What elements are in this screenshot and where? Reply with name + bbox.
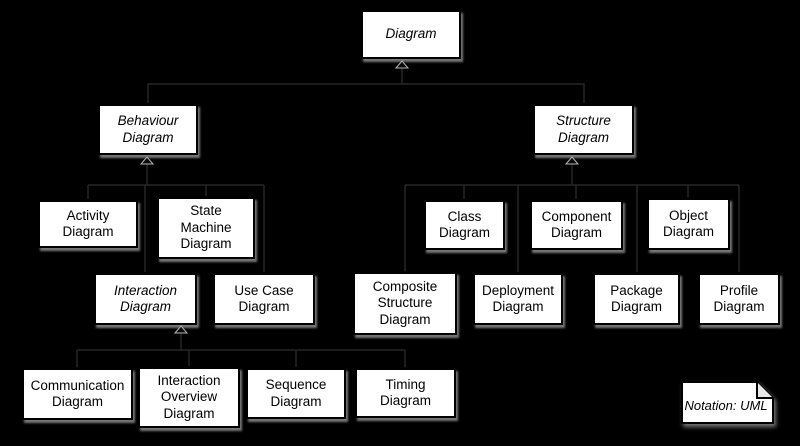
node-profile-diagram: Profile Diagram	[698, 273, 780, 325]
node-diagram: Diagram	[361, 10, 461, 59]
node-component-diagram: Component Diagram	[530, 200, 623, 250]
node-interaction-diagram: Interaction Diagram	[94, 273, 197, 325]
node-object-diagram: Object Diagram	[647, 198, 730, 250]
node-state-machine-diagram: State Machine Diagram	[157, 197, 255, 259]
node-package-diagram: Package Diagram	[593, 273, 680, 325]
node-use-case-diagram: Use Case Diagram	[213, 273, 315, 325]
edge-behaviour-children	[87, 158, 265, 272]
edge-diagram-children	[147, 62, 585, 103]
note-label: Notation: UML	[684, 398, 767, 413]
node-deployment-diagram: Deployment Diagram	[473, 273, 563, 325]
node-sequence-diagram: Sequence Diagram	[246, 368, 346, 419]
node-structure-diagram: Structure Diagram	[533, 104, 634, 155]
node-interaction-overview-diagram: Interaction Overview Diagram	[138, 367, 240, 428]
note-shape	[681, 381, 774, 424]
node-behaviour-diagram: Behaviour Diagram	[98, 104, 198, 155]
node-activity-diagram: Activity Diagram	[38, 200, 138, 248]
edge-interaction-children	[76, 327, 406, 367]
edge-structure-children	[404, 158, 740, 272]
node-timing-diagram: Timing Diagram	[355, 368, 456, 418]
node-class-diagram: Class Diagram	[424, 200, 505, 250]
notation-note: Notation: UML	[681, 381, 777, 432]
node-communication-diagram: Communication Diagram	[22, 368, 133, 420]
note-fold-icon	[756, 382, 773, 399]
node-composite-structure-diagram: Composite Structure Diagram	[353, 272, 457, 335]
